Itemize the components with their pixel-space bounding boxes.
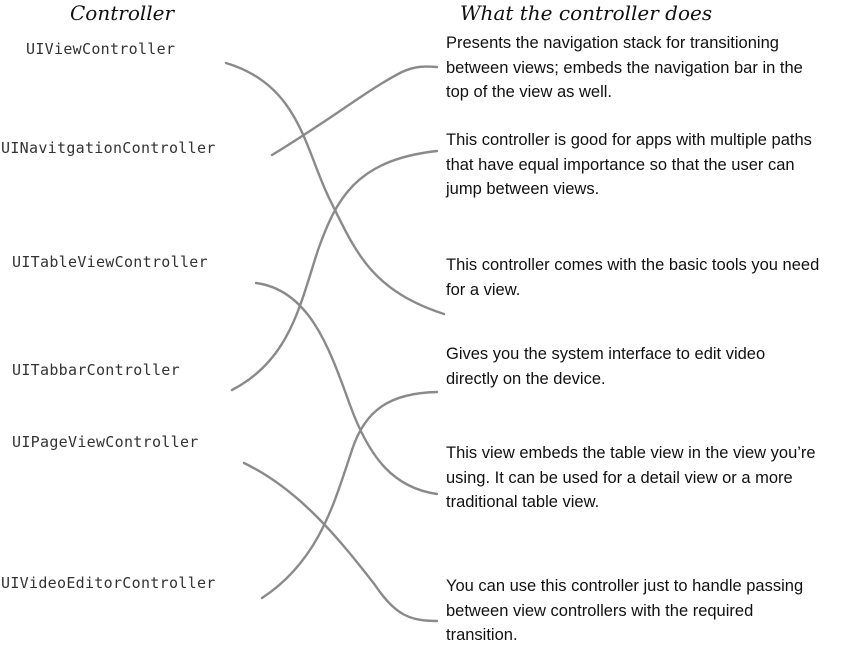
controller-label-uipageviewcontroller: UIPageViewController xyxy=(12,433,199,451)
controller-column-header: Controller xyxy=(70,1,175,25)
controller-label-uivideoeditorcontroller: UIVideoEditorController xyxy=(1,574,216,592)
description-line: This controller is good for apps with mu… xyxy=(446,131,812,149)
description-line: between view controllers with the requir… xyxy=(446,601,754,620)
match-line-uitableviewcontroller xyxy=(254,281,439,496)
description-line: that have equal importance so that the u… xyxy=(446,155,795,174)
description-line: Presents the navigation stack for transi… xyxy=(446,34,779,52)
description-line: top of the view as well. xyxy=(446,83,612,101)
description-basic-tools: This controller comes with the basic too… xyxy=(446,253,819,302)
description-multiple-paths: This controller is good for apps with mu… xyxy=(446,128,812,202)
description-line: for a view. xyxy=(446,280,521,299)
description-table-view: This view embeds the table view in the v… xyxy=(446,441,816,515)
description-edit-video: Gives you the system interface to edit v… xyxy=(446,342,765,391)
description-line: between views; embeds the navigation bar… xyxy=(446,58,803,77)
description-line: You can use this controller just to hand… xyxy=(446,577,804,595)
match-line-uiviewcontroller xyxy=(224,61,446,316)
controller-label-uiviewcontroller: UIViewController xyxy=(26,40,176,58)
description-navigation-stack: Presents the navigation stack for transi… xyxy=(446,31,803,105)
match-line-uinavigationcontroller xyxy=(270,65,439,157)
description-line: transition. xyxy=(446,626,518,644)
match-line-uipageviewcontroller xyxy=(242,461,439,623)
description-line: This controller comes with the basic too… xyxy=(446,256,820,274)
match-line-uivideoeditorcontroller xyxy=(260,390,439,600)
controller-label-uitableviewcontroller: UITableViewController xyxy=(12,253,208,271)
controller-label-uitabbarcontroller: UITabbarController xyxy=(12,361,180,379)
description-line: jump between views. xyxy=(446,180,600,198)
description-line: Gives you the system interface to edit v… xyxy=(446,345,766,363)
description-line: traditional table view. xyxy=(446,493,600,511)
description-passing-between: You can use this controller just to hand… xyxy=(446,574,803,648)
controller-label-uinavigationcontroller: UINavitgationController xyxy=(1,139,216,157)
description-line: This view embeds the table view in the v… xyxy=(446,444,816,462)
match-line-uitabbarcontroller xyxy=(230,149,439,392)
description-line: using. It can be used for a detail view … xyxy=(446,468,793,487)
description-column-header: What the controller does xyxy=(460,1,713,25)
description-line: directly on the device. xyxy=(446,369,606,388)
